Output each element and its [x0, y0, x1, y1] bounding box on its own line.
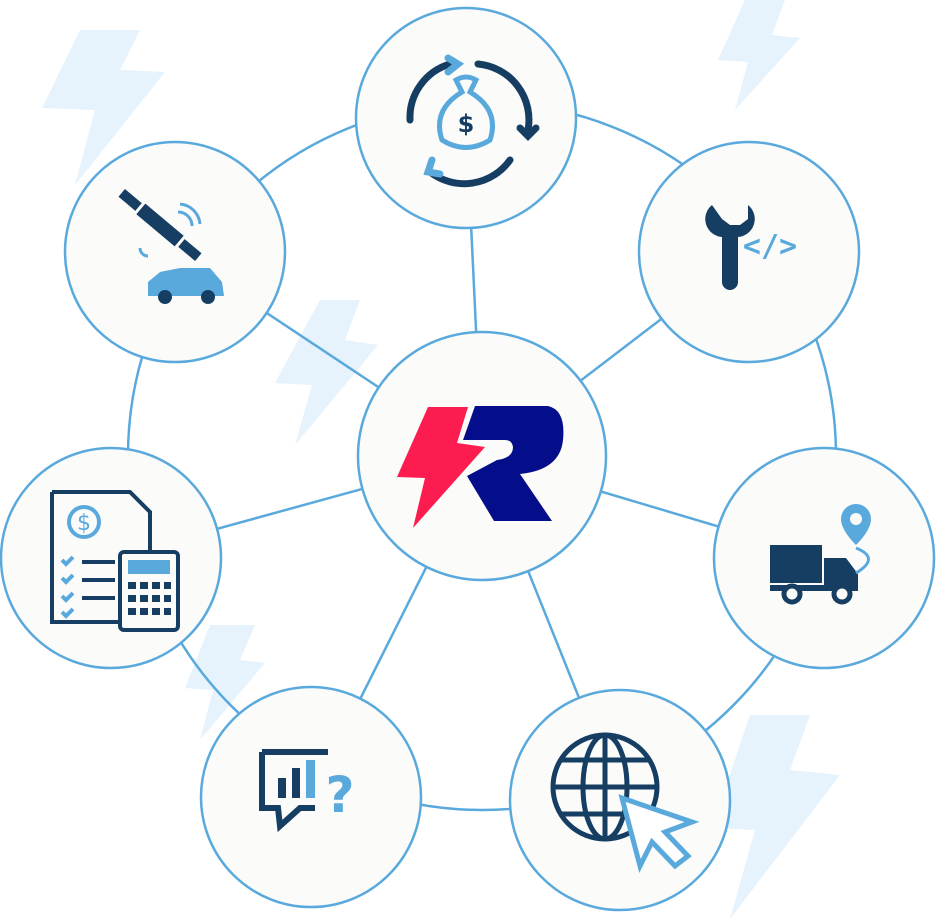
invoice-calculator-icon: $: [50, 490, 180, 632]
money-cycle-icon: $: [406, 54, 540, 188]
svg-text:</>: </>: [743, 229, 797, 264]
node-wrench-code: [637, 140, 861, 364]
center-node: [356, 330, 608, 582]
bolt-bg-left: [185, 625, 265, 740]
node-invoice-calculator: [0, 446, 223, 670]
bolt-bg-bottom-right: [712, 715, 840, 919]
lightning-r-logo: [397, 406, 564, 528]
svg-text:$: $: [77, 511, 91, 536]
globe-cursor-icon: [550, 732, 700, 874]
truck-location-icon: [770, 504, 871, 605]
svg-text:$: $: [458, 110, 475, 138]
chart-question-icon: ?: [259, 749, 355, 833]
node-money-cycle: [354, 6, 578, 230]
bolt-bg-top-left: [42, 30, 165, 185]
svg-text:?: ?: [325, 766, 354, 824]
satellite-car-icon: [118, 189, 224, 304]
wrench-code-icon: </>: [705, 205, 797, 290]
bolt-bg-top-right: [718, 0, 800, 110]
node-satellite-car: [63, 140, 287, 364]
